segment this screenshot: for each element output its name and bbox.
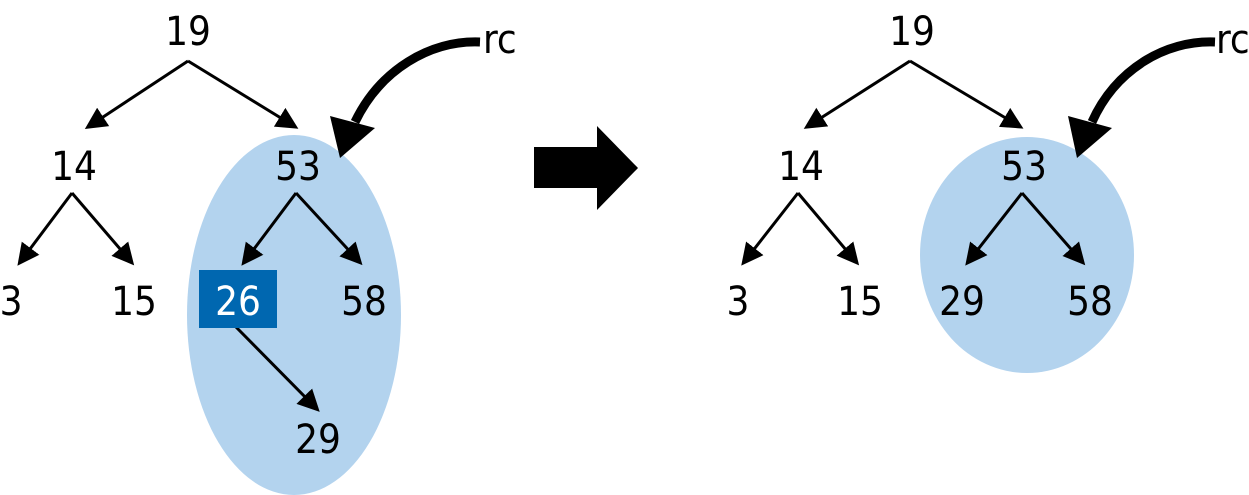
rc-label-right: rc bbox=[1216, 17, 1249, 63]
edge-19-14 bbox=[84, 59, 189, 130]
node-r14: 14 bbox=[778, 144, 824, 190]
rc-pointer-arrow bbox=[350, 37, 481, 124]
edge-r53-r58 bbox=[1020, 192, 1086, 266]
right-tree: 19 14 53 3 15 29 58 rc bbox=[727, 9, 1249, 373]
edge-53-26 bbox=[241, 192, 298, 266]
node-r3: 3 bbox=[727, 279, 750, 325]
node-r53: 53 bbox=[1001, 144, 1047, 190]
node-r58: 58 bbox=[1067, 279, 1113, 325]
edge-r19-r53 bbox=[909, 59, 1024, 129]
right-subtree-highlight bbox=[920, 137, 1134, 373]
node-14: 14 bbox=[51, 144, 97, 190]
edge-53-58 bbox=[294, 191, 363, 266]
node-3: 3 bbox=[0, 279, 22, 325]
rc-label: rc bbox=[483, 17, 517, 63]
edge-r19-r14 bbox=[803, 59, 911, 129]
node-26: 26 bbox=[215, 279, 261, 325]
right-arrow-icon bbox=[534, 126, 638, 210]
edge-r53-r29 bbox=[965, 192, 1024, 266]
node-53: 53 bbox=[275, 144, 321, 190]
edge-14-3 bbox=[17, 192, 74, 266]
node-r19: 19 bbox=[889, 9, 935, 55]
edge-26-29 bbox=[234, 325, 320, 412]
edge-19-53 bbox=[187, 59, 299, 129]
edge-r14-r15 bbox=[796, 192, 860, 266]
rc-pointer-arrow-right bbox=[1087, 37, 1216, 124]
node-58: 58 bbox=[341, 279, 387, 325]
edge-r14-r3 bbox=[741, 192, 800, 266]
rc-pointer-arrowhead-right bbox=[1068, 116, 1112, 158]
node-15: 15 bbox=[111, 279, 157, 325]
edge-14-15 bbox=[70, 192, 135, 266]
node-r29: 29 bbox=[939, 279, 985, 325]
right-edges bbox=[741, 59, 1086, 266]
left-edges bbox=[17, 59, 363, 412]
node-29: 29 bbox=[295, 417, 341, 463]
left-subtree-highlight bbox=[187, 135, 401, 495]
node-r15: 15 bbox=[837, 279, 883, 325]
highlight-node-box bbox=[199, 270, 277, 328]
left-tree: 19 14 53 3 15 26 58 29 rc bbox=[0, 9, 517, 495]
rc-pointer-arrowhead bbox=[330, 116, 375, 158]
node-19: 19 bbox=[165, 9, 211, 55]
